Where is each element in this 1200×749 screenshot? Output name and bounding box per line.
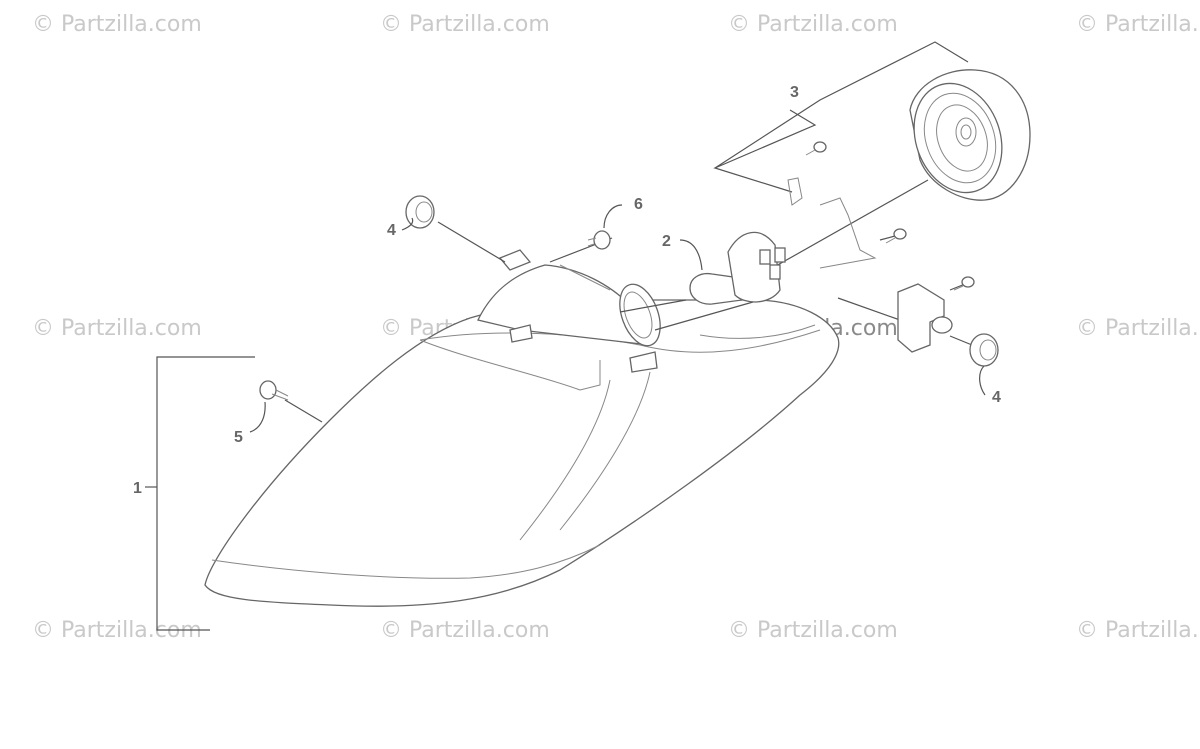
callout-4: 4 [387, 222, 396, 239]
callout-leader-2 [679, 239, 703, 271]
watermark: © Partzilla.com [728, 618, 898, 643]
callout-leader-4a [401, 217, 414, 231]
screw [885, 228, 907, 244]
leader-line [654, 299, 761, 331]
screw [805, 141, 827, 156]
headlight-housing [204, 249, 840, 607]
callout-leader-4b [979, 365, 986, 396]
leader-line [759, 179, 929, 276]
watermark: © Partzilla.com [32, 12, 202, 37]
watermark: © Partzilla.com [728, 12, 898, 37]
leader-line [619, 299, 687, 313]
leader-line [949, 335, 973, 346]
leader-line [879, 235, 896, 241]
watermark: © Partzilla.com [380, 618, 550, 643]
callout-leader-5 [249, 401, 266, 433]
callout-2: 2 [662, 233, 671, 250]
side-bracket [897, 283, 953, 353]
callout-3: 3 [790, 84, 799, 101]
callout-4: 4 [992, 389, 1001, 406]
callout-leader-6 [603, 204, 623, 229]
grommet [969, 333, 999, 367]
spring-clip [787, 177, 877, 269]
watermark: © Partzilla.com [380, 12, 550, 37]
leader-line [437, 221, 506, 263]
screw [953, 276, 975, 291]
reflector-bowl [909, 69, 1031, 201]
bulb [689, 231, 786, 305]
watermark: © Partzilla.com [1076, 618, 1200, 643]
callout-bracket-1 [156, 356, 255, 631]
leader-line [284, 399, 323, 423]
callout-1: 1 [133, 480, 142, 497]
grommet [405, 195, 435, 229]
watermark: © Partzilla.com [1076, 12, 1200, 37]
callout-bracket-3a [713, 109, 817, 193]
watermark: © Partzilla.com [32, 316, 202, 341]
watermark: © Partzilla.com [1076, 316, 1200, 341]
callout-5: 5 [234, 429, 243, 446]
leader-line [837, 297, 901, 321]
callout-6: 6 [634, 196, 643, 213]
screw-part-6 [587, 230, 611, 250]
screw-part-5 [259, 380, 289, 401]
callout-bracket-3b [714, 41, 969, 169]
